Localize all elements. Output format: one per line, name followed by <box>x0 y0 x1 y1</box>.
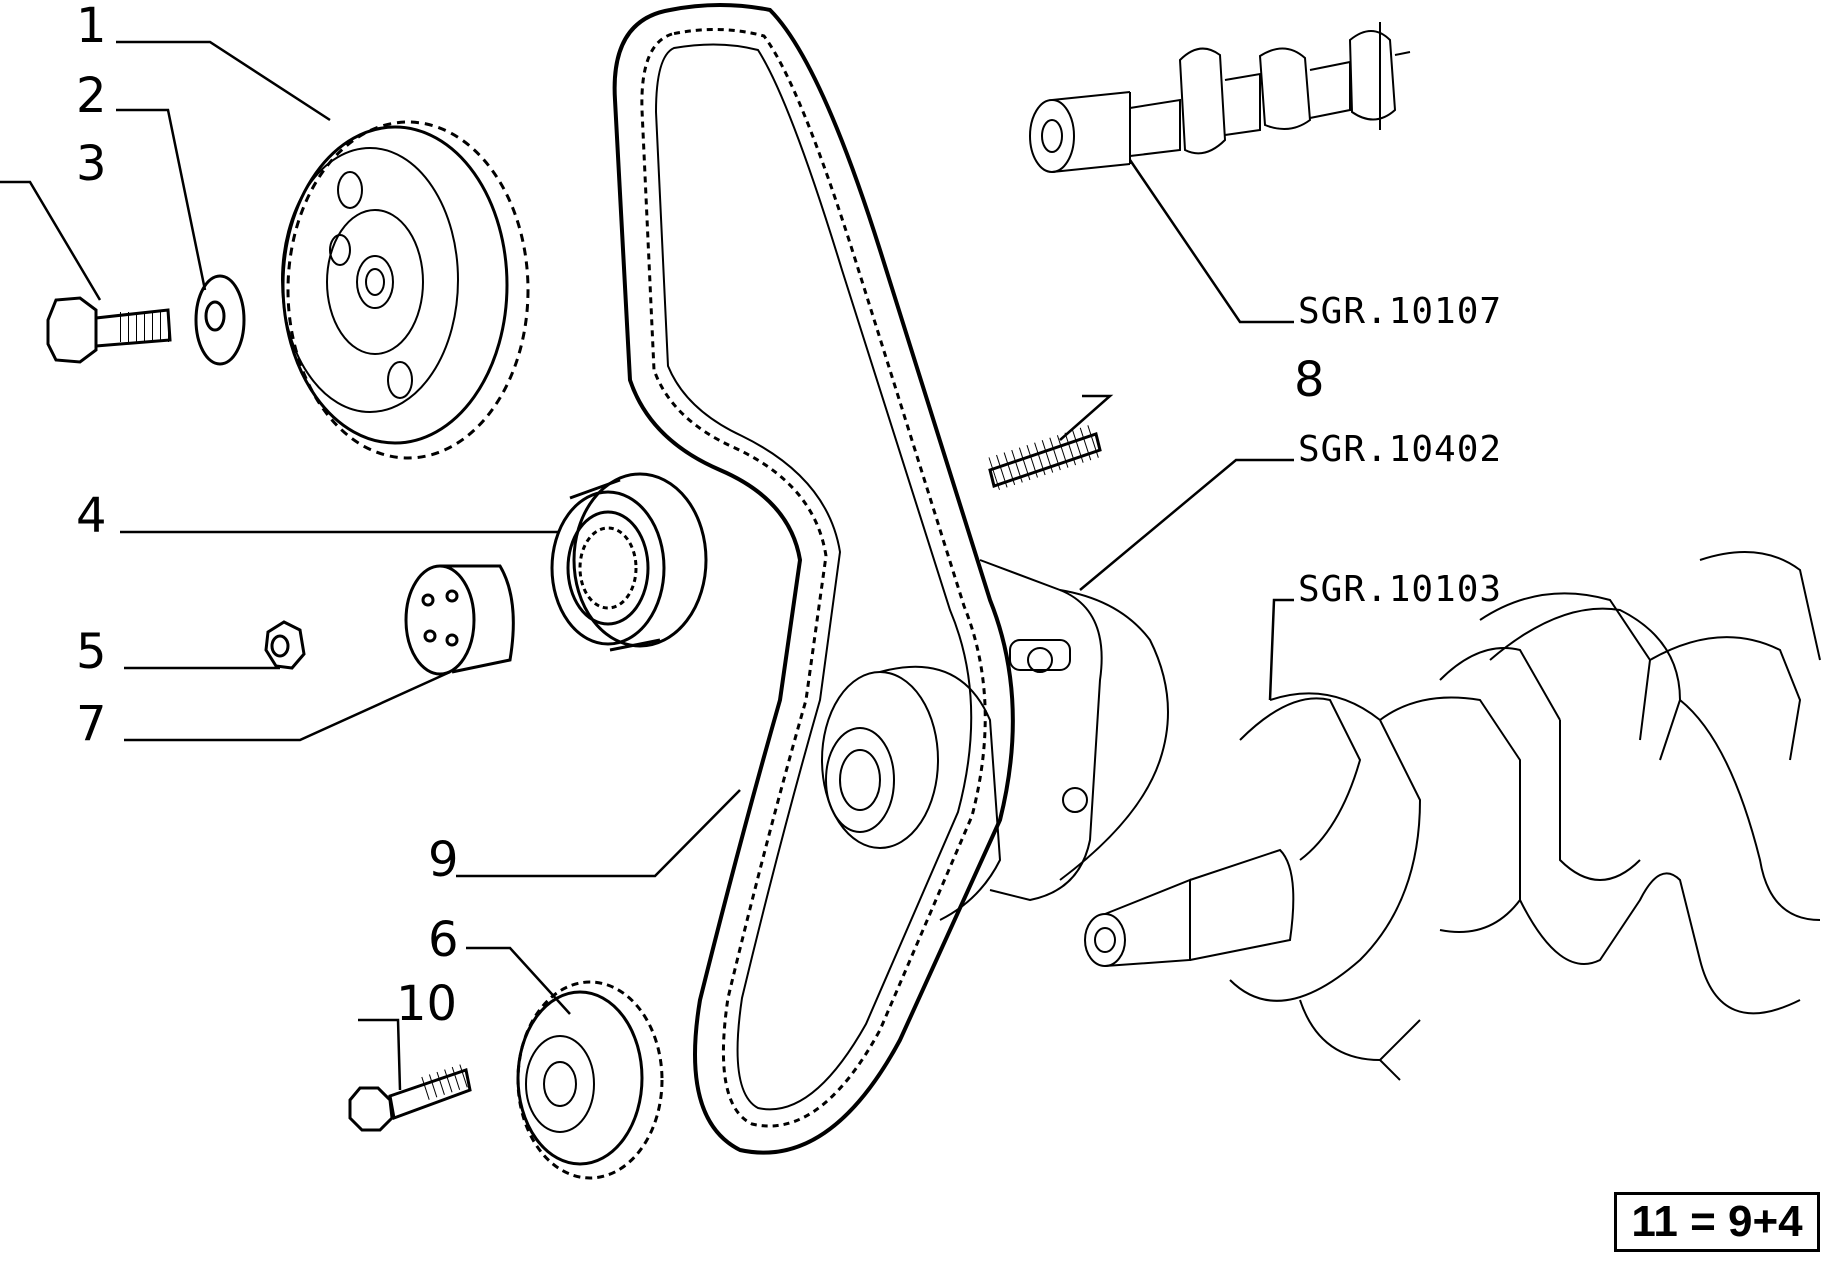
reference-sgr-10103: SGR.10103 <box>1298 569 1503 610</box>
callout-1: 1 <box>76 0 107 54</box>
reference-sgr-10107: SGR.10107 <box>1298 291 1503 332</box>
leader-line-sgr-10107 <box>1128 159 1294 324</box>
leader-line-1 <box>116 40 331 122</box>
pump-pulley-drawing <box>821 665 1002 921</box>
timing-belt <box>612 3 1015 1155</box>
leader-line-sgr-10103 <box>1268 598 1294 701</box>
callout-2: 2 <box>76 68 107 124</box>
callout-5: 5 <box>76 624 107 680</box>
crankshaft-pulley <box>516 980 664 1180</box>
callout-9: 9 <box>428 832 459 888</box>
bushing <box>404 564 515 676</box>
leader-line-3 <box>0 180 102 301</box>
kit-formula-box: 11 = 9+4 <box>1614 1192 1820 1252</box>
callout-6: 6 <box>428 912 459 968</box>
leader-line-8 <box>1059 394 1114 441</box>
stud <box>988 424 1102 491</box>
callout-4: 4 <box>76 488 107 544</box>
leader-lines <box>0 40 1294 1091</box>
callout-8: 8 <box>1294 352 1325 408</box>
leader-line-7 <box>124 670 451 742</box>
crankshaft-drawing <box>979 551 1821 1081</box>
reference-sgr-10402: SGR.10402 <box>1298 429 1503 470</box>
camshaft-pulley <box>281 120 530 460</box>
bolt-item-10 <box>348 1062 473 1132</box>
tensioner-bearing <box>550 472 708 652</box>
nut <box>264 620 306 670</box>
leader-line-6 <box>466 946 571 1015</box>
callout-7: 7 <box>76 696 107 752</box>
leader-line-2 <box>116 108 207 291</box>
camshaft-drawing <box>1029 22 1411 173</box>
washer <box>194 274 246 366</box>
leader-line-10 <box>358 1018 402 1091</box>
callout-10: 10 <box>396 976 458 1032</box>
callout-3: 3 <box>76 136 107 192</box>
leader-line-9 <box>456 789 741 878</box>
leader-line-sgr-10402 <box>1079 458 1294 591</box>
bolt-item-3 <box>46 296 172 364</box>
